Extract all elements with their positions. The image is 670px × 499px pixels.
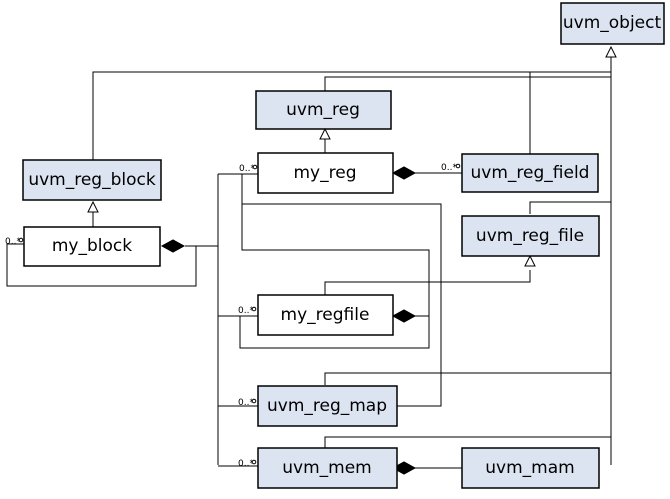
diamond-my-regfile [391, 309, 417, 323]
association-end-dot [252, 164, 258, 170]
class-label: uvm_reg_block [28, 170, 156, 190]
association-end-dot [251, 306, 257, 312]
arrowhead-uvm-object [605, 45, 617, 58]
multiplicity-uvm-reg-field: 0..* [441, 163, 457, 173]
class-label: uvm_reg_map [267, 396, 387, 416]
class-label: uvm_reg [286, 100, 360, 120]
class-my-block[interactable]: my_block [23, 226, 161, 267]
class-uvm-mem[interactable]: uvm_mem [257, 447, 398, 489]
association-end-dot [251, 398, 257, 404]
multiplicity-uvm-reg-map: 0..* [238, 398, 254, 408]
class-label: my_reg [294, 163, 357, 183]
connectors [6, 47, 612, 469]
class-uvm-object[interactable]: uvm_object [560, 2, 665, 45]
multiplicity-my-reg: 0..* [239, 164, 255, 174]
arrowhead-uvm-reg [319, 127, 331, 140]
class-label: uvm_reg_field [471, 163, 590, 183]
arrowhead-uvm-reg-block [87, 200, 99, 213]
class-label: uvm_mem [282, 458, 371, 478]
class-label: my_block [52, 236, 132, 256]
class-uvm-mam[interactable]: uvm_mam [461, 447, 600, 489]
class-uvm-reg-file[interactable]: uvm_reg_file [461, 215, 600, 257]
multiplicity-my-regfile: 0..* [238, 306, 254, 316]
class-label: uvm_reg_file [476, 226, 584, 246]
composition-diamonds [160, 166, 417, 475]
uvm-mem-to-object-line [324, 436, 611, 449]
diamond-uvm-mem [391, 461, 417, 475]
my-block-self-loop-line [6, 243, 197, 287]
class-my-reg[interactable]: my_reg [257, 152, 394, 194]
class-label: uvm_object [563, 13, 662, 33]
class-uvm-reg[interactable]: uvm_reg [255, 90, 392, 130]
regfile-self-loop-line [239, 315, 430, 349]
arrowhead-uvm-reg-file [524, 254, 536, 267]
association-end-dot [455, 163, 461, 169]
diamond-my-reg [391, 166, 417, 180]
uvm-reg-to-object-line [324, 76, 611, 91]
uvm-reg-block-to-object-line [92, 71, 611, 160]
uvm-reg-file-to-object-line [529, 201, 611, 214]
inheritance-arrowheads [87, 45, 617, 267]
class-label: my_regfile [281, 305, 370, 325]
association-end-dot [251, 459, 257, 465]
multiplicity-my-block-self: 0..* [5, 237, 21, 247]
my-regfile-to-uvm-reg-file-line [324, 270, 531, 295]
class-uvm-reg-field[interactable]: uvm_reg_field [461, 153, 599, 193]
multiplicity-labels: 0..* 0..* 0..* 0..* 0..* 0..* [5, 163, 461, 469]
association-end-dot [18, 237, 24, 243]
class-uvm-reg-map[interactable]: uvm_reg_map [257, 385, 398, 427]
class-my-regfile[interactable]: my_regfile [257, 294, 394, 336]
multiplicity-uvm-mem: 0..* [238, 459, 254, 469]
uvm-reg-map-to-object-line [324, 372, 611, 385]
reg-to-map-line [241, 174, 442, 407]
class-boxes: uvm_object uvm_reg uvm_reg_block my_reg … [22, 2, 665, 489]
class-label: uvm_mam [485, 458, 574, 478]
diamond-my-block [160, 239, 186, 253]
class-uvm-reg-block[interactable]: uvm_reg_block [22, 159, 162, 201]
